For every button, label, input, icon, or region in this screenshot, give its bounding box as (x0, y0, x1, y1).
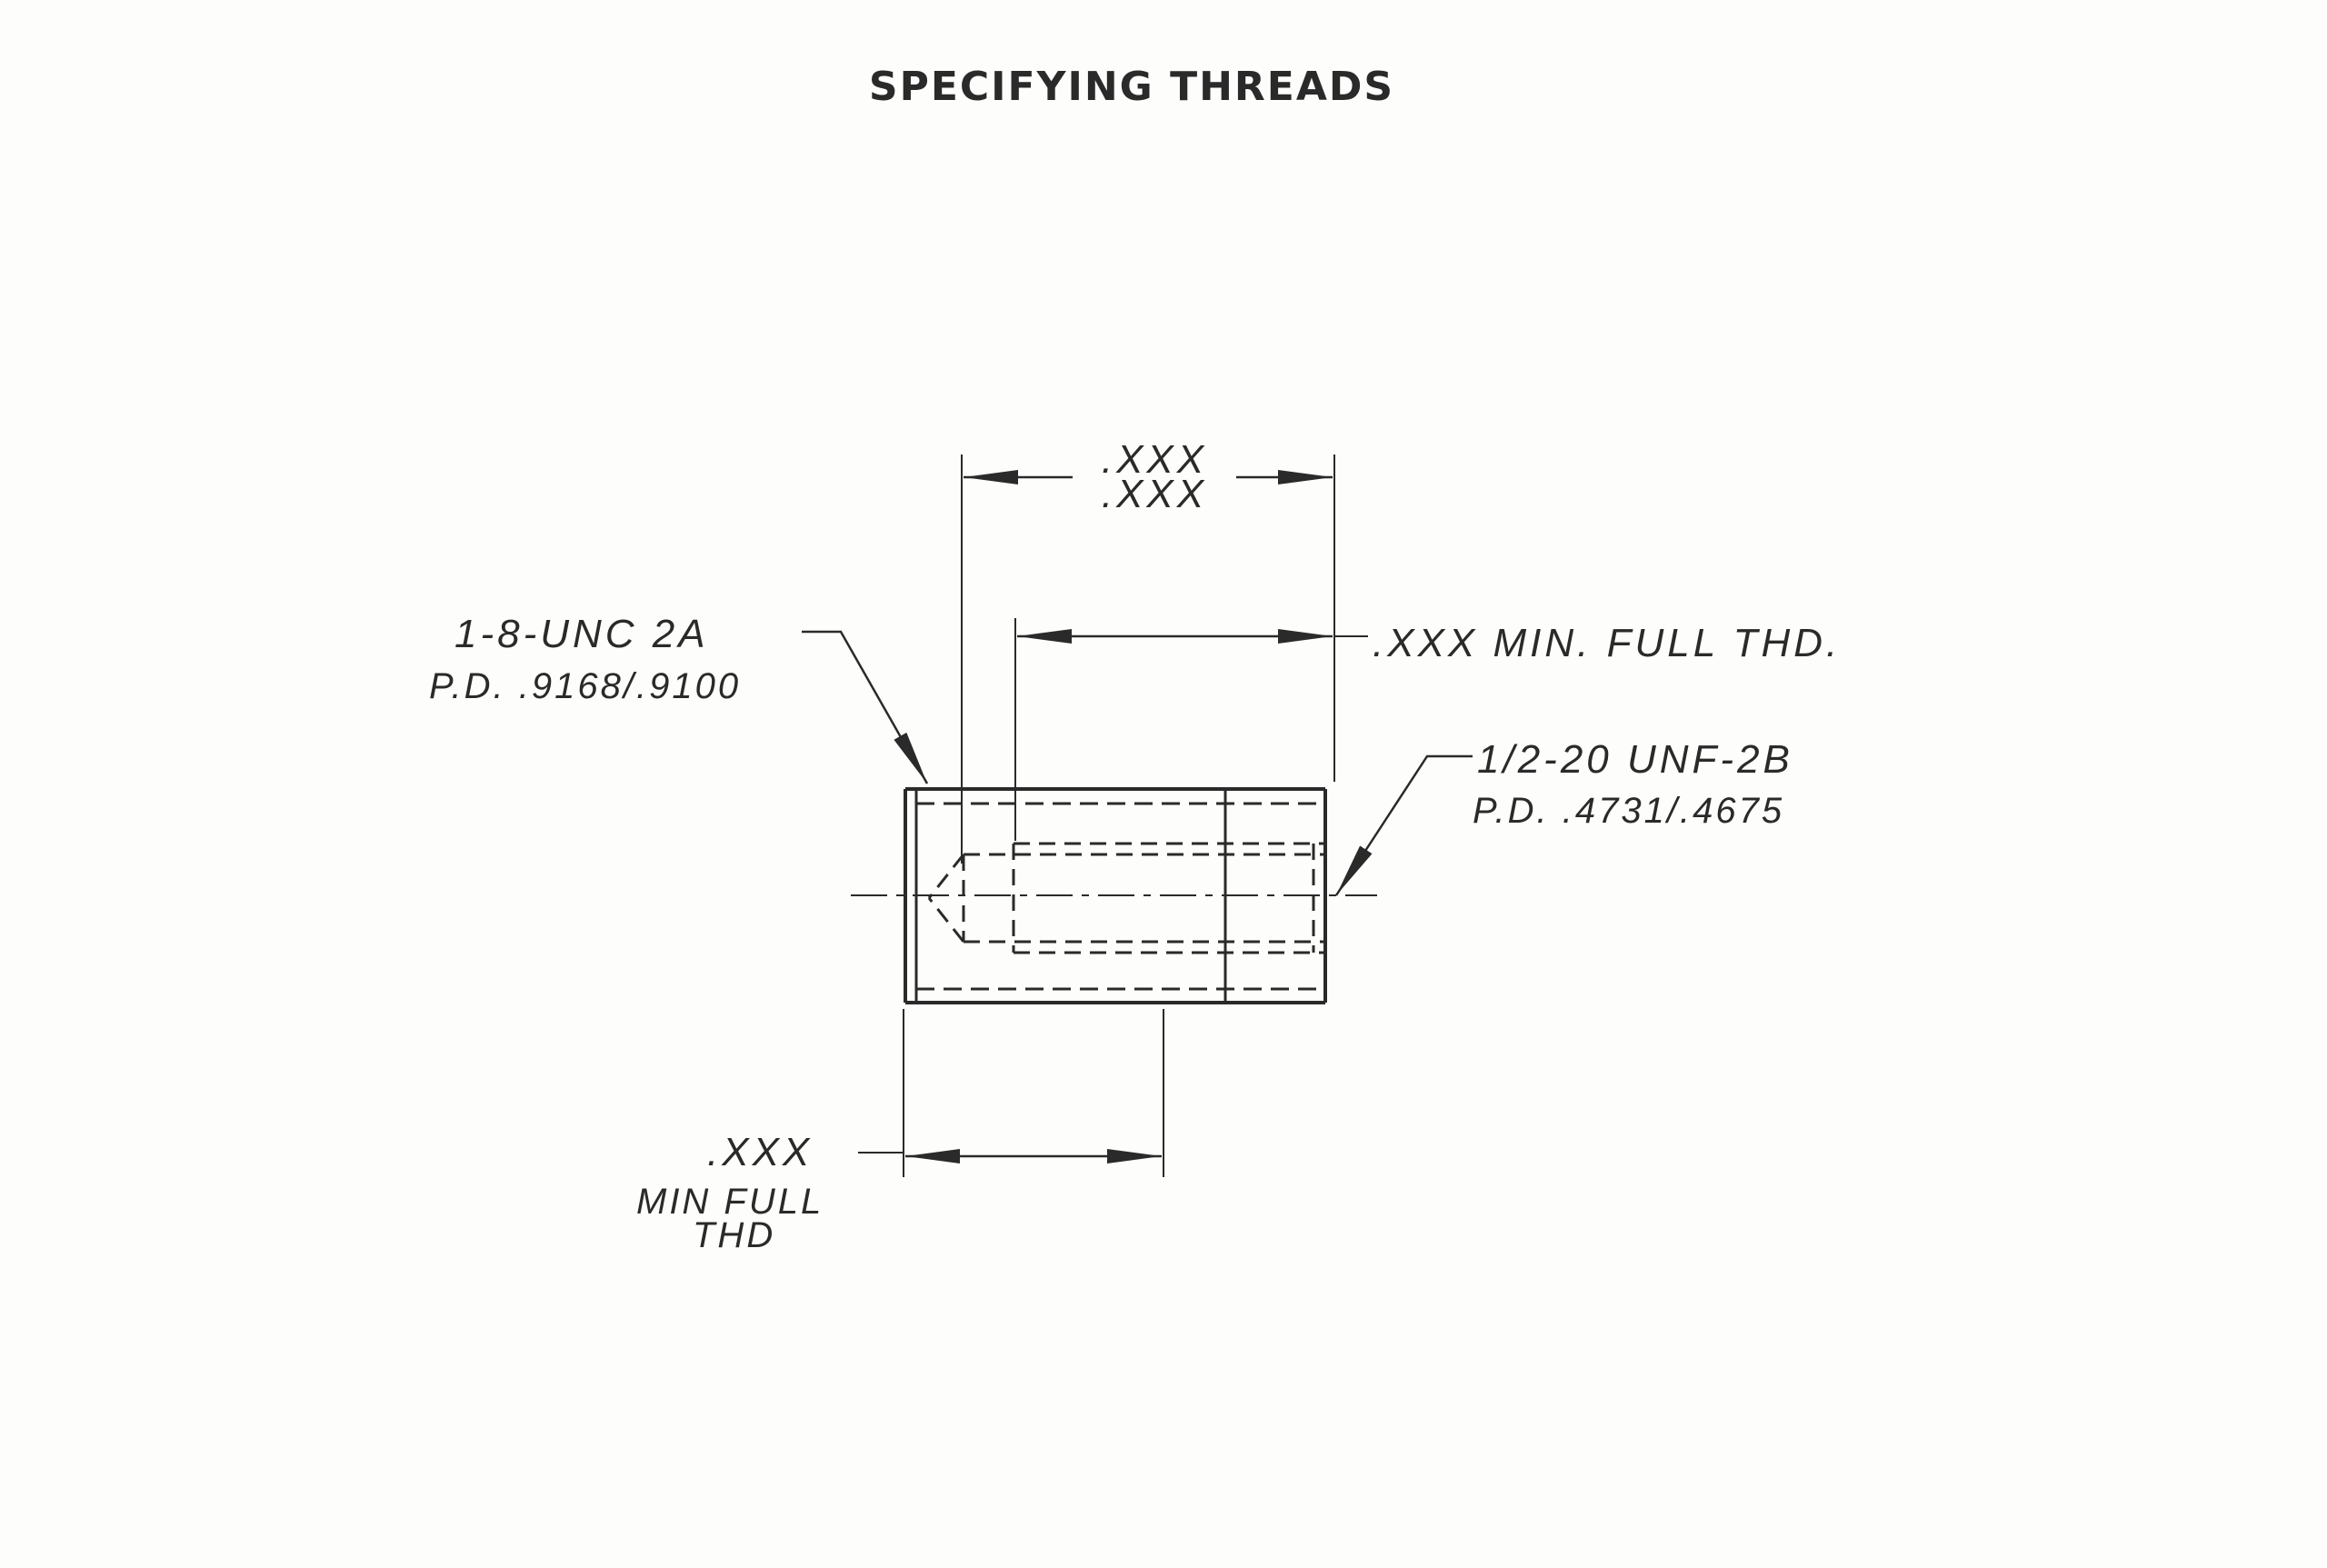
internal-thread-spec: 1/2-20 UNF-2B (1477, 737, 1793, 782)
top-dimension: .XXX .XXX (961, 437, 1335, 864)
internal-thread-hole (927, 842, 1325, 954)
external-thread-length-min-full: MIN FULL (636, 1182, 824, 1222)
internal-thread-length-label: .XXX MIN. FULL THD. (1373, 621, 1841, 665)
drawing-title: SPECIFYING THREADS (869, 64, 1394, 110)
top-dimension-lower: .XXX (1102, 472, 1207, 516)
internal-thread-length-dimension: .XXX MIN. FULL THD. (1014, 618, 1841, 841)
external-thread-length-thd: THD (693, 1215, 775, 1255)
external-thread-length-value: .XXX (707, 1130, 813, 1174)
external-thread-callout: 1-8-UNC 2A P.D. .9168/.9100 (429, 612, 929, 784)
external-thread-spec: 1-8-UNC 2A (454, 612, 709, 656)
internal-thread-pitch-diameter: P.D. .4731/.4675 (1473, 791, 1784, 831)
internal-thread-callout: 1/2-20 UNF-2B P.D. .4731/.4675 (1334, 737, 1793, 896)
external-thread-length-dimension: .XXX MIN FULL THD (636, 1009, 1164, 1255)
external-thread-pitch-diameter: P.D. .9168/.9100 (429, 666, 741, 706)
top-dimension-upper: .XXX (1102, 437, 1207, 482)
